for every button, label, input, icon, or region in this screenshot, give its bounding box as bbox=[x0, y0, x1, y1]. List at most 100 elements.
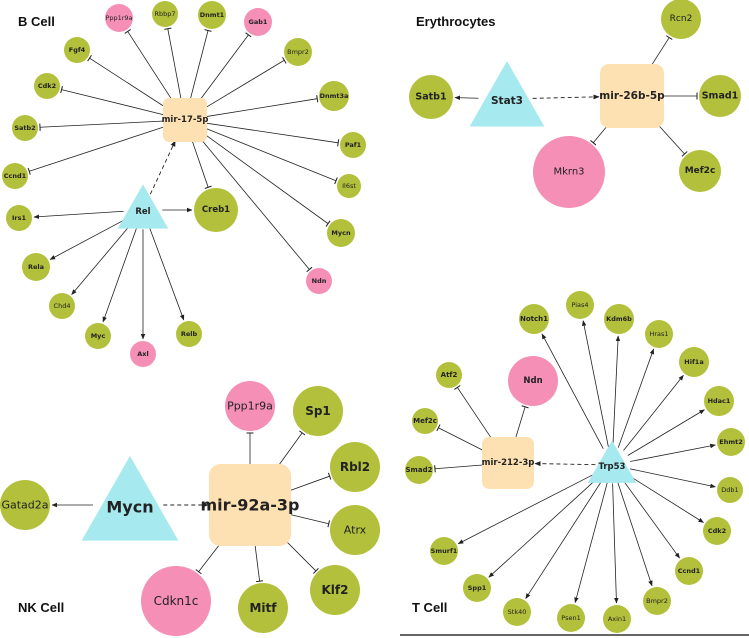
edge-mirna-to-atrx bbox=[287, 513, 331, 528]
gene-circle bbox=[604, 304, 634, 334]
gene-circle bbox=[430, 537, 458, 565]
gene-label: Smad1 bbox=[702, 91, 739, 102]
gene-label: Mitf bbox=[249, 601, 277, 615]
gene-label: Smurf1 bbox=[431, 547, 458, 555]
edge-tf-to-chd4 bbox=[71, 224, 131, 295]
gene-node-mycn: Mycn bbox=[327, 219, 355, 247]
edge-tf-to-pias4 bbox=[581, 320, 609, 447]
gene-node-ppp1r9a: Ppp1r9a bbox=[225, 381, 275, 431]
gene-label: Cdkn1c bbox=[154, 594, 199, 608]
gene-node-hras1: Hras1 bbox=[645, 320, 673, 348]
gene-node-cdkn1c: Cdkn1c bbox=[141, 566, 211, 636]
gene-node-stk40: Stk40 bbox=[503, 598, 531, 626]
gene-label: Hras1 bbox=[649, 330, 668, 338]
gene-node-relb: Relb bbox=[176, 321, 202, 347]
gene-circle bbox=[704, 386, 734, 416]
edge-mirna-to-ndn bbox=[514, 405, 529, 441]
gene-circle bbox=[679, 347, 709, 377]
gene-node-rbl2: Rbl2 bbox=[330, 442, 380, 492]
gene-circle bbox=[337, 174, 361, 198]
tf-label: Rel bbox=[135, 207, 150, 217]
gene-label: Mkrn3 bbox=[553, 167, 584, 178]
gene-label: Cdk2 bbox=[38, 82, 56, 90]
edge-tf-to-ddb1 bbox=[629, 468, 716, 489]
gene-circle bbox=[436, 362, 462, 388]
gene-circle bbox=[703, 517, 731, 545]
gene-circle bbox=[643, 587, 671, 615]
gene-node-chd4: Chd4 bbox=[49, 293, 75, 319]
gene-label: Ehmt2 bbox=[719, 438, 742, 446]
gene-node-creb1: Creb1 bbox=[194, 188, 238, 232]
gene-label: Notch1 bbox=[520, 315, 548, 323]
gene-circle bbox=[717, 428, 745, 456]
gene-label: Fgf4 bbox=[69, 46, 86, 54]
gene-node-paf1: Paf1 bbox=[340, 132, 366, 158]
gene-label: Axl bbox=[137, 350, 148, 358]
edge-mirna-to-ndn bbox=[197, 135, 313, 273]
edge-mirna-to-dnmt3a bbox=[204, 95, 319, 118]
tf-triangle bbox=[587, 440, 637, 483]
gene-node-satb1: Satb1 bbox=[409, 75, 453, 119]
gene-node-spp1: Spp1 bbox=[463, 574, 491, 602]
gene-circle bbox=[533, 136, 605, 208]
edge-mirna-to-dnmt1 bbox=[189, 29, 212, 101]
mirna-node-mir-212-3p: mir-212-3p bbox=[482, 437, 534, 489]
gene-circle bbox=[6, 205, 32, 231]
gene-circle bbox=[409, 75, 453, 119]
gene-node-ndn: Ndn bbox=[508, 356, 558, 406]
gene-label: Rbl2 bbox=[340, 460, 370, 474]
gene-node-klf2: Klf2 bbox=[310, 565, 360, 615]
gene-label: Hdac1 bbox=[708, 397, 731, 405]
gene-node-gab1: Gab1 bbox=[244, 8, 272, 36]
gene-label: Sp1 bbox=[305, 404, 331, 418]
gene-circle bbox=[22, 253, 50, 281]
gene-label: Smad2 bbox=[406, 466, 433, 474]
gene-label: Il6st bbox=[342, 182, 356, 190]
gene-circle bbox=[557, 604, 585, 632]
gene-node-ccnd1: Ccnd1 bbox=[675, 557, 703, 585]
gene-node-rbbp7: Rbbp7 bbox=[152, 1, 178, 27]
gene-circle bbox=[244, 8, 272, 36]
gene-label: Ddb1 bbox=[721, 486, 738, 494]
gene-label: Ndn bbox=[523, 376, 542, 386]
edge-mirna-to-creb1 bbox=[191, 138, 212, 189]
gene-circle bbox=[679, 150, 721, 192]
gene-label: Ppp1r9a bbox=[105, 14, 132, 22]
gene-label: Gatad2a bbox=[1, 499, 48, 512]
gene-circle bbox=[319, 81, 349, 111]
gene-circle bbox=[85, 323, 111, 349]
edge-tf-to-psen1 bbox=[574, 482, 608, 604]
gene-node-hdac1: Hdac1 bbox=[704, 386, 734, 416]
gene-circle bbox=[130, 341, 156, 367]
gene-node-dnmt1: Dnmt1 bbox=[198, 1, 226, 29]
gene-node-atrx: Atrx bbox=[330, 505, 380, 555]
gene-node-rcn2: Rcn2 bbox=[661, 0, 701, 39]
gene-circle bbox=[49, 293, 75, 319]
gene-node-fgf4: Fgf4 bbox=[64, 37, 90, 63]
edge-mirna-to-ppp1r9a bbox=[124, 29, 175, 104]
gene-node-axl: Axl bbox=[130, 341, 156, 367]
gene-node-axin1: Axin1 bbox=[603, 605, 631, 633]
edge-tf-to-irs1 bbox=[33, 210, 124, 219]
gene-label: Satb1 bbox=[415, 92, 446, 103]
edge-tf-to-bmpr2 bbox=[617, 482, 653, 587]
gene-node-gatad2a: Gatad2a bbox=[0, 480, 50, 530]
edge-tf-to-ehmt2 bbox=[630, 443, 716, 462]
edge-tf-to-mirna-dashed bbox=[532, 94, 600, 100]
gene-node-mkrn3: Mkrn3 bbox=[533, 136, 605, 208]
gene-node-pias4: Pias4 bbox=[566, 291, 594, 319]
gene-node-hif1a: Hif1a bbox=[679, 347, 709, 377]
gene-label: Rbbp7 bbox=[154, 10, 175, 18]
edges-layer bbox=[27, 27, 716, 604]
gene-label: Chd4 bbox=[54, 302, 71, 310]
panel-title-erythrocytes: Erythrocytes bbox=[416, 14, 495, 29]
tf-triangle bbox=[81, 455, 179, 541]
tf-node-rel: Rel bbox=[117, 184, 169, 229]
gene-label: Myc bbox=[91, 332, 106, 340]
gene-circle bbox=[225, 381, 275, 431]
gene-node-irs1: Irs1 bbox=[6, 205, 32, 231]
edge-tf-to-mirna-dashed bbox=[149, 140, 176, 195]
